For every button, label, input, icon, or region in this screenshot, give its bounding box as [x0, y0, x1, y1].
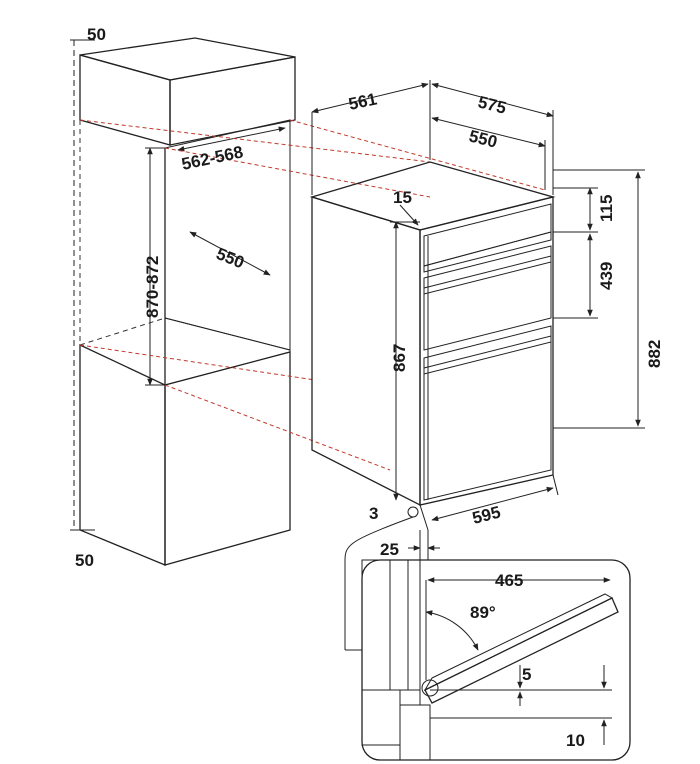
cabinet-column: [70, 37, 296, 566]
dim-575: 575: [476, 92, 508, 117]
dim-550-oven: 550: [467, 126, 499, 151]
dim-867: 867: [390, 344, 409, 372]
dim-870-872: 870-872: [143, 256, 162, 318]
oven-unit: [309, 80, 645, 650]
cabinet-section: [361, 689, 401, 746]
dim-3: 3: [369, 504, 378, 523]
niche-shelf: [164, 317, 291, 386]
dim-562-568: 562-568: [180, 142, 245, 174]
dimension-labels: 50 50 562-568 870-872 550 561 575 550 15…: [75, 25, 664, 750]
projection-lines: [79, 119, 546, 471]
dim-5: 5: [522, 665, 531, 684]
dim-115: 115: [597, 195, 616, 222]
dim-561: 561: [347, 89, 379, 113]
detail-callout-circle: [407, 506, 419, 518]
dim-465: 465: [495, 571, 523, 590]
oven-upper-door: [423, 245, 552, 351]
dim-439: 439: [597, 262, 616, 290]
dim-50-bottom: 50: [75, 551, 94, 570]
oven-front-panel: [419, 196, 554, 506]
dim-882: 882: [645, 340, 664, 368]
dim-89-degrees: 89°: [470, 603, 496, 622]
dim-550-niche: 550: [214, 244, 247, 272]
door-detail-view: [345, 559, 631, 761]
dim-10: 10: [566, 731, 585, 750]
oven-lower-door: [423, 325, 552, 501]
dim-15: 15: [393, 188, 412, 207]
open-door: [424, 597, 619, 704]
dim-25: 25: [380, 540, 399, 559]
dim-595: 595: [470, 503, 502, 528]
dim-50-top: 50: [87, 25, 106, 44]
